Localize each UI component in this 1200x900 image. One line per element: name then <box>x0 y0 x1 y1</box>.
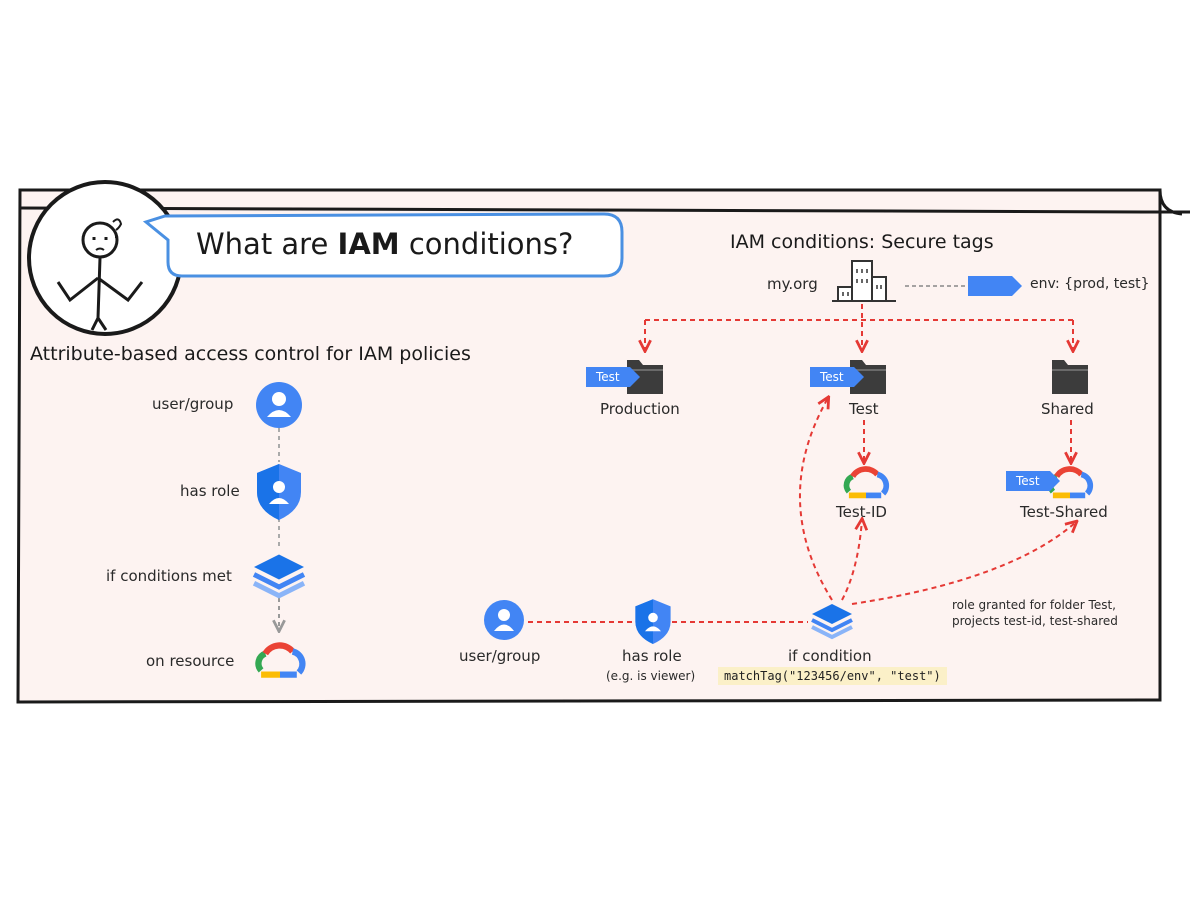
user-icon <box>256 382 302 428</box>
flow-label: if condition <box>788 647 872 665</box>
tag-badge-label: Test <box>596 370 620 384</box>
org-label: my.org <box>767 275 818 293</box>
page-title: What are IAM conditions? <box>196 227 574 261</box>
tag-badge-label: Test <box>820 370 844 384</box>
tag-values-label: env: {prod, test} <box>1030 276 1150 292</box>
condition-expression: matchTag("123456/env", "test") <box>718 667 947 685</box>
project-label: Test-Shared <box>1020 503 1108 521</box>
tag-badge-label: Test <box>1016 474 1040 488</box>
folder-label: Production <box>600 400 680 418</box>
shield-user-icon <box>257 464 301 520</box>
shield-user-icon <box>635 599 671 644</box>
speech-bubble <box>142 212 624 278</box>
step-label: if conditions met <box>106 567 232 585</box>
folder-label: Test <box>849 400 879 418</box>
flow-label: user/group <box>459 647 541 665</box>
role-example: (e.g. is viewer) <box>606 669 696 683</box>
project-label: Test-ID <box>836 503 887 521</box>
step-label: on resource <box>146 652 235 670</box>
thinking-person-icon <box>27 180 183 336</box>
folder-label: Shared <box>1041 400 1094 418</box>
tag-icon <box>968 276 1022 296</box>
step-label: has role <box>180 482 240 500</box>
folder-icon <box>1051 359 1089 395</box>
user-icon <box>484 600 524 640</box>
flow-label: has role <box>622 647 682 665</box>
step-label: user/group <box>152 395 234 413</box>
note-line: role granted for folder Test, <box>952 598 1116 612</box>
building-icon <box>832 260 896 302</box>
left-heading: Attribute-based access control for IAM p… <box>30 343 471 365</box>
note-line: projects test-id, test-shared <box>952 614 1118 628</box>
right-heading: IAM conditions: Secure tags <box>730 231 994 253</box>
